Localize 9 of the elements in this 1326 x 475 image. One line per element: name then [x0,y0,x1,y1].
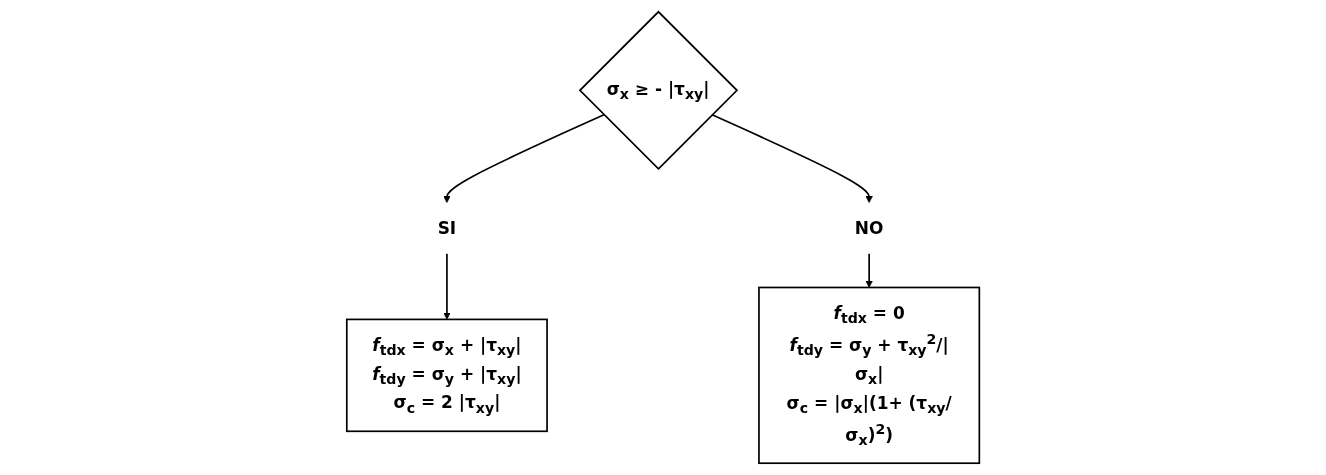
node-text: NO [854,217,884,239]
arrow [865,252,873,288]
node-diamond: σ$_{x}$ ≥ - |τ$_{xy}$| [578,10,739,171]
node-text: SI [437,217,457,239]
arrow [711,113,873,204]
arrow [443,252,451,320]
node-box: f$_{tdx}$ = σ$_{x}$ + |τ$_{xy}$| f$_{tdy}$ = σ$_{y}$ + |τ$_{xy}$| σ$_{c}$ = 2 |τ$_{xy}$| [345,318,548,433]
node-box: f$_{tdx}$ = 0 f$_{tdy}$ = σ$_{y}$ + τ$_{xy}$$^{2}$/|σ$_{x}$| σ$_{c}$ = |σ$_{x}$|(1+ (τ$_{xy}$/σ$_{x}$)$^{2}$) [758,286,981,465]
arrow [443,113,605,204]
